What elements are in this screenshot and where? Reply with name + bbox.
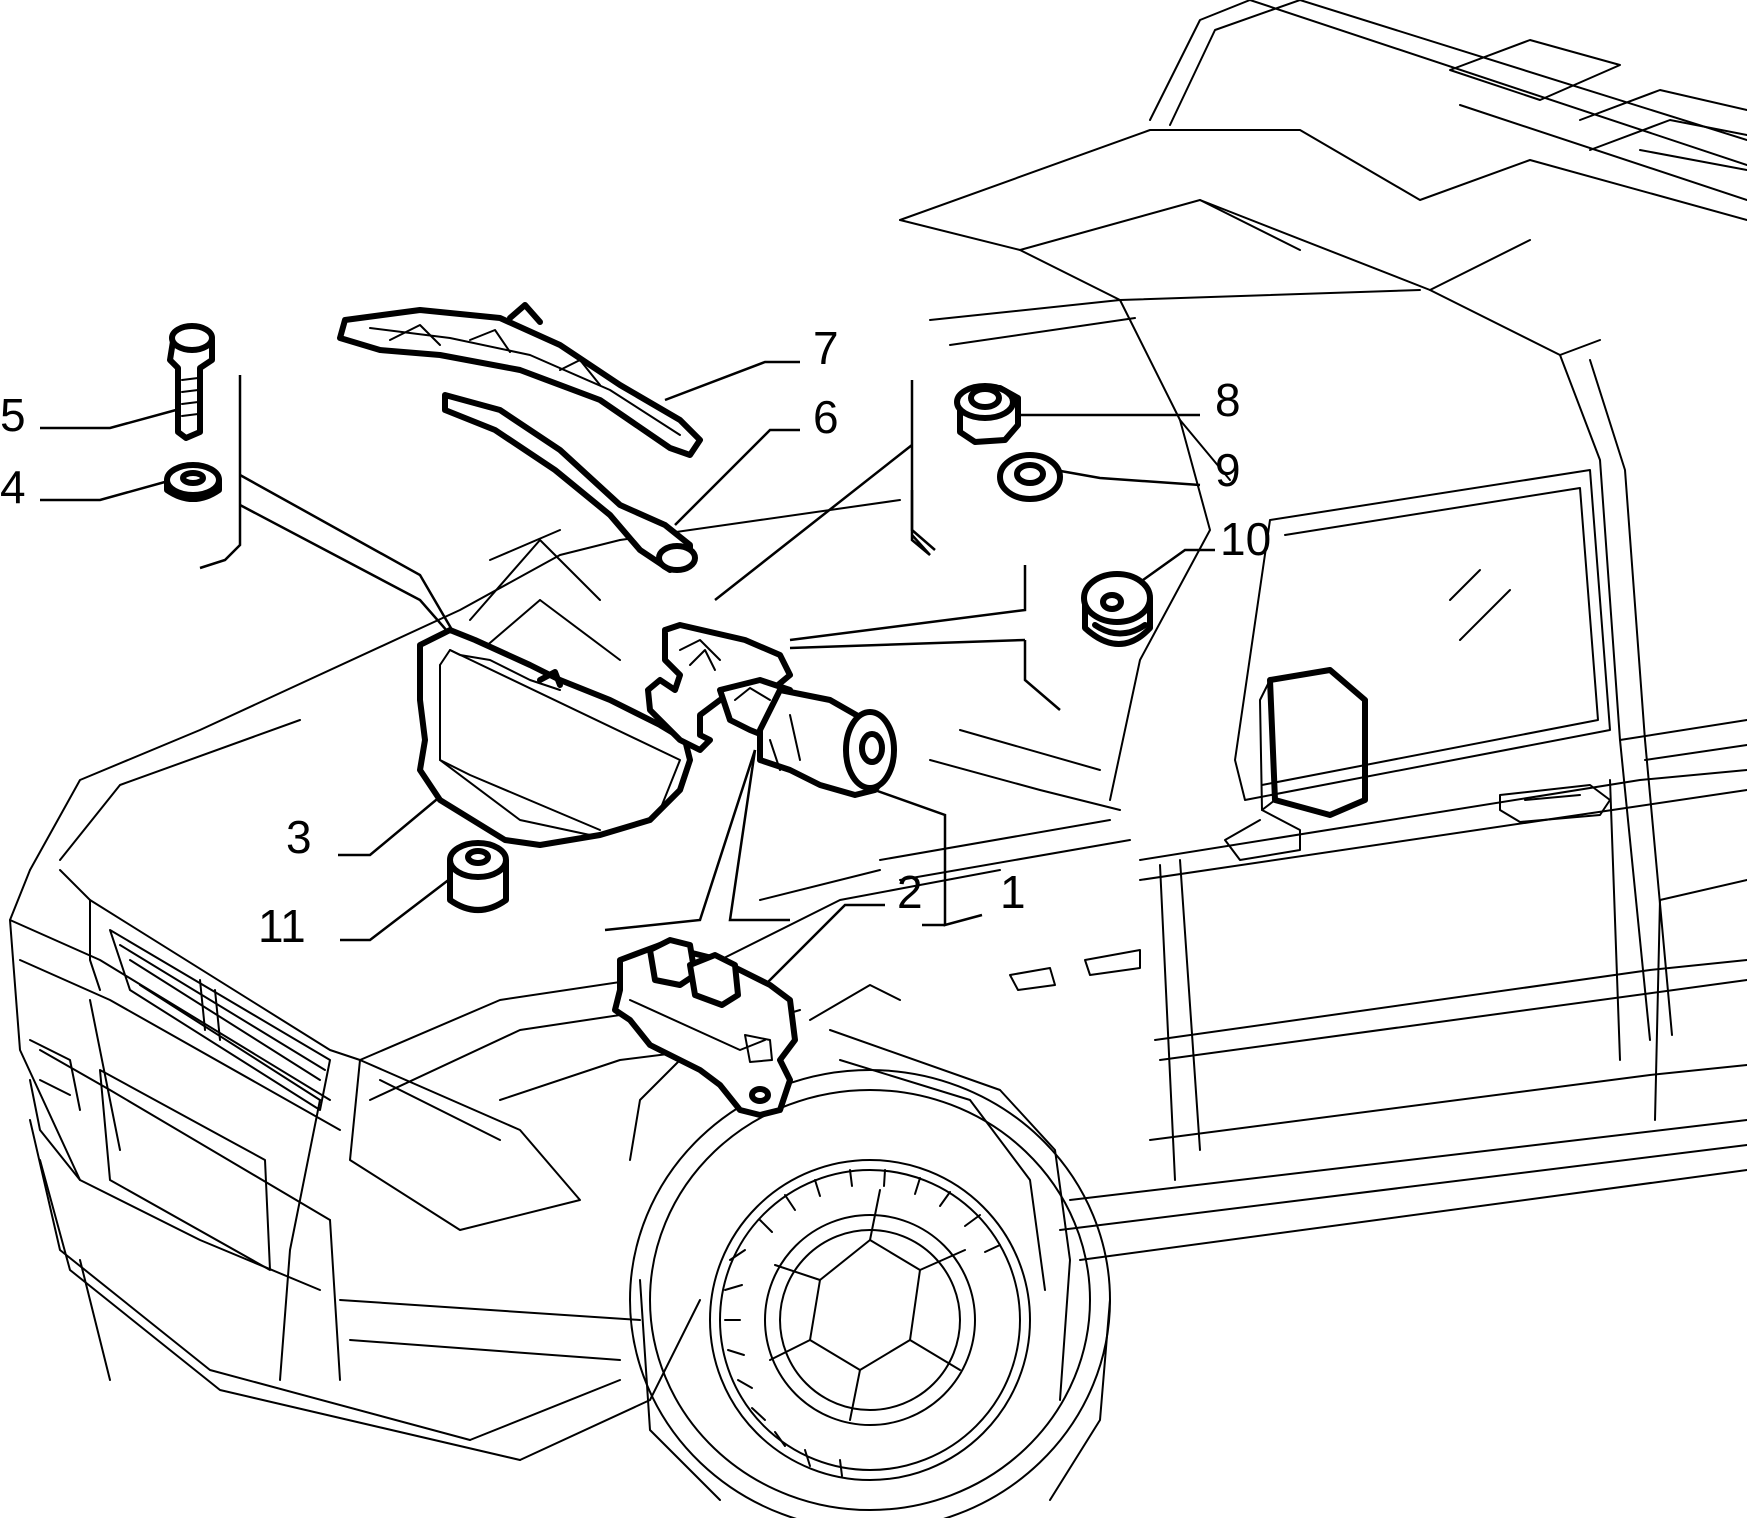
front-wheel (629, 1069, 1111, 1518)
callout-4: 4 (0, 461, 26, 513)
callout-7: 7 (813, 322, 839, 374)
callout-5: 5 (0, 389, 26, 441)
part-10-grommet (1081, 571, 1153, 647)
callout-9: 9 (1215, 444, 1241, 496)
callout-3: 3 (286, 811, 312, 863)
callout-2: 2 (897, 866, 923, 918)
side-mirror (1224, 667, 1368, 861)
part-5-bolt (167, 323, 215, 441)
part-4-washer (164, 462, 222, 502)
part-1-wiper-motor (645, 622, 897, 798)
part-3-motor-cover (417, 627, 693, 848)
part-11-spacer (447, 840, 509, 913)
callout-8: 8 (1215, 374, 1241, 426)
callout-labels: 1 2 3 4 5 6 7 8 9 10 11 (0, 322, 1271, 952)
leader-lines (40, 360, 1215, 991)
callout-10: 10 (1220, 513, 1271, 565)
callout-11: 11 (258, 900, 306, 952)
part-2-motor-bracket (612, 937, 798, 1118)
wheel-ridges (724, 1169, 1001, 1477)
part-9-washer (997, 452, 1063, 502)
callout-1: 1 (1000, 866, 1026, 918)
part-6-wiper-arm (442, 392, 698, 573)
van-body-outline (9, 0, 1747, 1461)
part-8-nut (954, 383, 1021, 445)
callout-6: 6 (813, 391, 839, 443)
part-7-wiper-blade (337, 302, 703, 458)
